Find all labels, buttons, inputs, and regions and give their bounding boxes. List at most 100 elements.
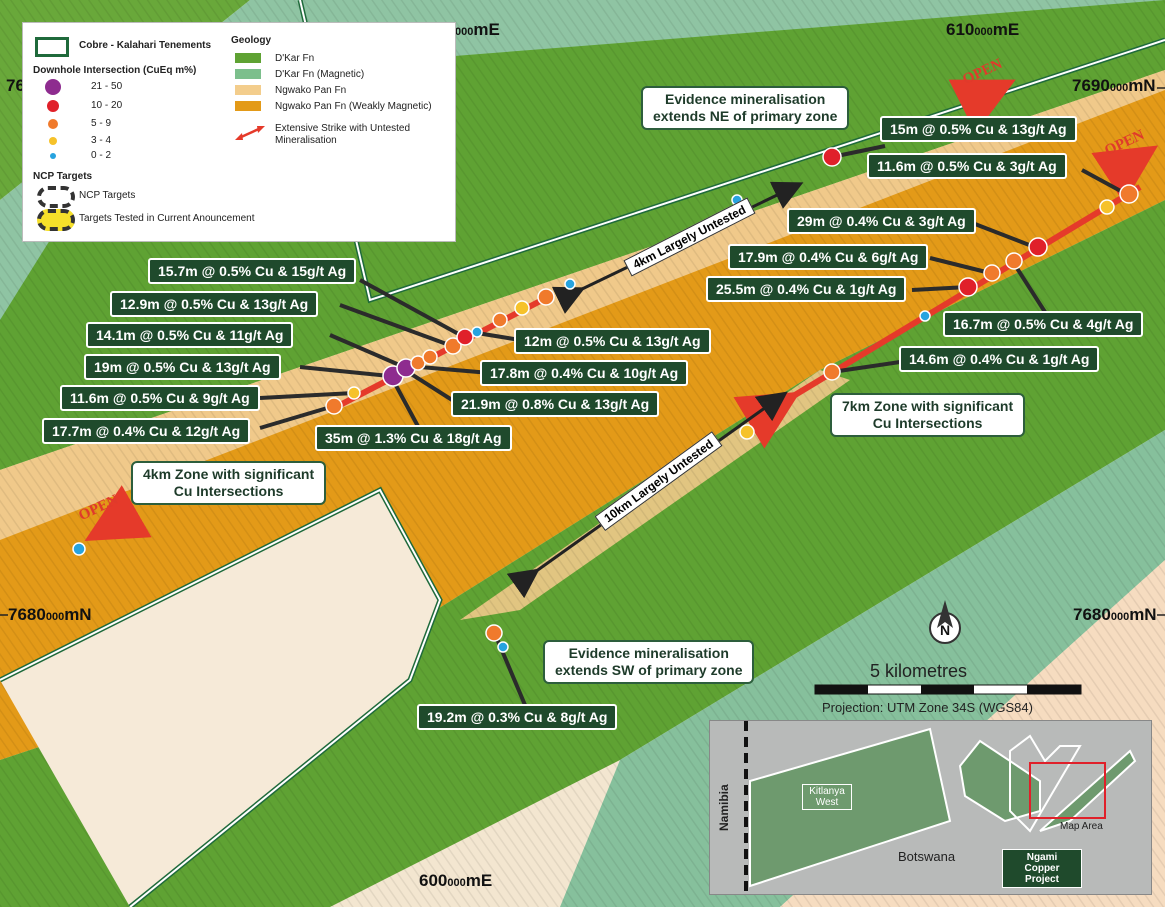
easting-label-610: 610000mE [946, 20, 1020, 39]
legend-geology-label: D'Kar Fn (Magnetic) [275, 69, 365, 80]
drill-hole-marker [1028, 237, 1048, 257]
location-inset-map: Namibia Botswana Kitlanya West Ngami Cop… [709, 720, 1152, 895]
northing-label-7680-right: 7680000mN [1073, 605, 1157, 624]
intercept-label: 21.9m @ 0.8% Cu & 13g/t Ag [451, 391, 660, 417]
legend-ncp-targets-label: NCP Targets [79, 190, 136, 201]
intercept-label: 12.9m @ 0.5% Cu & 13g/t Ag [110, 291, 319, 317]
intercept-label: 19.2m @ 0.3% Cu & 8g/t Ag [417, 704, 618, 730]
drill-hole-marker [347, 386, 361, 400]
legend-tenements-label: Cobre - Kalahari Tenements [79, 40, 212, 51]
drill-hole-marker [823, 363, 841, 381]
drill-hole-marker [471, 326, 483, 338]
legend-strike-label-2: Mineralisation [275, 135, 337, 146]
intercept-label: 17.8m @ 0.4% Cu & 10g/t Ag [480, 360, 689, 386]
legend-geology-label: Ngwako Pan Fn (Weakly Magnetic) [275, 101, 432, 112]
drill-hole-marker [564, 278, 576, 290]
ngami-outline-2 [1009, 734, 1082, 833]
drill-hole-marker [497, 641, 509, 653]
drill-hole-marker [456, 328, 474, 346]
botswana-label: Botswana [898, 849, 956, 864]
kitlanya-west-label: Kitlanya West [802, 784, 852, 810]
drill-hole-marker [422, 349, 438, 365]
north-arrow-letter: N [940, 622, 950, 638]
inset-shapes [744, 721, 1137, 894]
intercept-label: 19m @ 0.5% Cu & 13g/t Ag [84, 354, 281, 380]
legend-strike-label-1: Extensive Strike with Untested [275, 123, 411, 134]
drill-hole-marker [485, 624, 503, 642]
scale-title: 5 kilometres [870, 661, 968, 681]
intercept-label: 12m @ 0.5% Cu & 13g/t Ag [514, 328, 711, 354]
drill-hole-marker [919, 310, 931, 322]
drill-hole-marker [983, 264, 1001, 282]
intercept-label: 17.9m @ 0.4% Cu & 6g/t Ag [728, 244, 929, 270]
drill-hole-marker [958, 277, 978, 297]
leader-lines [259, 144, 1129, 706]
intercept-label: 14.1m @ 0.5% Cu & 11g/t Ag [86, 322, 294, 348]
strike-line-sw [338, 293, 552, 408]
geology-swatch [235, 69, 261, 79]
legend-class-label: 5 - 9 [91, 118, 112, 129]
drill-hole-marker [325, 397, 343, 415]
legend-geology-title: Geology [231, 35, 272, 46]
legend-class-label: 0 - 2 [91, 150, 112, 161]
intercept-label: 14.6m @ 0.4% Cu & 1g/t Ag [899, 346, 1100, 372]
legend-class-label: 10 - 20 [91, 100, 123, 111]
open-arrow-ne [1091, 145, 1159, 204]
intercept-label: 35m @ 1.3% Cu & 18g/t Ag [315, 425, 512, 451]
open-arrow-sw [84, 485, 152, 541]
drill-hole-marker [537, 288, 555, 306]
northing-label-7690: 7690000mN [1072, 76, 1156, 95]
intercept-label: 16.7m @ 0.5% Cu & 4g/t Ag [943, 311, 1144, 337]
drill-hole-marker [410, 355, 426, 371]
intercept-label: 11.6m @ 0.5% Cu & 3g/t Ag [867, 153, 1067, 179]
geology-swatch [235, 85, 261, 95]
drill-hole-marker [1005, 252, 1023, 270]
easting-label-600-top: 000mE [455, 20, 500, 39]
drill-hole-marker [739, 424, 755, 440]
drill-hole-marker [444, 337, 462, 355]
intercept-label: 17.7m @ 0.4% Cu & 12g/t Ag [42, 418, 251, 444]
legend-class-label: 21 - 50 [91, 81, 123, 92]
ngami-project-label: Ngami Copper Project [1002, 849, 1082, 888]
intercept-label: 11.6m @ 0.5% Cu & 9g/t Ag [60, 385, 260, 411]
ngami-outline-3 [1039, 749, 1137, 832]
map-area-box [1029, 762, 1106, 819]
legend: Cobre - Kalahari Tenements Downhole Inte… [22, 22, 456, 242]
drill-hole-marker [492, 312, 508, 328]
legend-tested-label: Targets Tested in Current Anouncement [79, 213, 255, 224]
strike-arrow-icon [235, 126, 265, 140]
northing-label-7680-left: 7680000mN [8, 605, 92, 624]
intercept-label: 15m @ 0.5% Cu & 13g/t Ag [880, 116, 1077, 142]
drill-hole-marker [72, 542, 86, 556]
easting-label-600-bottom: 600000mE [419, 871, 493, 890]
intercept-label: 29m @ 0.4% Cu & 3g/t Ag [787, 208, 976, 234]
open-arrow-n [948, 79, 1016, 134]
intercept-label: 25.5m @ 0.4% Cu & 1g/t Ag [706, 276, 907, 302]
legend-class-label: 3 - 4 [91, 135, 112, 146]
map-area-label: Map Area [1060, 821, 1103, 832]
north-arrow-icon: N [929, 600, 961, 644]
legend-ncp-title: NCP Targets [33, 171, 93, 182]
drill-hole-marker [1119, 184, 1139, 204]
tenement-swatch [35, 37, 69, 57]
legend-geology-label: Ngwako Pan Fn [275, 85, 347, 96]
namibia-label: Namibia [717, 784, 731, 831]
drill-hole-marker [514, 300, 530, 316]
ncp-target-symbol [37, 186, 75, 208]
northing-label-partial: 76 [6, 76, 25, 95]
scale-bar [814, 684, 1082, 695]
geology-swatch [235, 53, 261, 63]
intersection-symbols [45, 79, 61, 159]
intercept-label: 15.7m @ 0.5% Cu & 15g/t Ag [148, 258, 357, 284]
tested-target-symbol [37, 209, 75, 231]
legend-intersection-title: Downhole Intersection (CuEq m%) [33, 65, 197, 76]
geology-swatch [235, 101, 261, 111]
projection-label: Projection: UTM Zone 34S (WGS84) [822, 700, 1033, 715]
drill-hole-marker [1099, 199, 1115, 215]
ngami-outline [958, 739, 1041, 823]
